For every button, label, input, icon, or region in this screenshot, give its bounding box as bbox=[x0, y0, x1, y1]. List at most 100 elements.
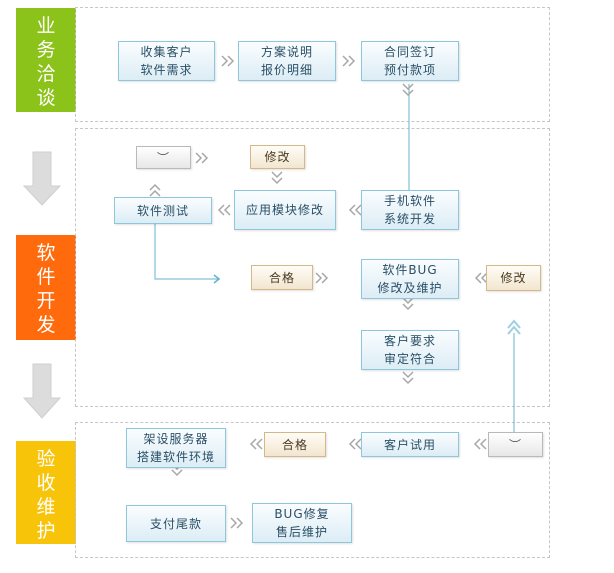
right-chevron-icon bbox=[342, 55, 350, 67]
tab-char: 护 bbox=[36, 520, 56, 542]
tab-negotiation: 业 务 洽 谈 bbox=[16, 8, 76, 112]
tab-char: 维 bbox=[36, 496, 56, 518]
tab-char: 务 bbox=[36, 39, 56, 61]
left-chevron-icon bbox=[479, 438, 487, 450]
bug-fix-node: 软件BUG 修改及维护 bbox=[361, 259, 459, 299]
arrow-head-icon bbox=[213, 274, 221, 284]
node-label: 方案说明 bbox=[260, 45, 313, 59]
after-sales-node: BUG修复 售后维护 bbox=[252, 503, 352, 543]
node-label: 软件BUG bbox=[382, 263, 438, 277]
node-label: 客户要求 bbox=[383, 334, 436, 348]
down-chevron-icon bbox=[402, 297, 414, 305]
right-chevron-icon bbox=[201, 152, 209, 164]
left-chevron-icon bbox=[348, 438, 356, 450]
node-label: 修改 bbox=[264, 150, 291, 164]
down-chevron-icon bbox=[271, 177, 283, 185]
node-label: 应用模块修改 bbox=[245, 203, 324, 217]
requirement-check-node: 客户要求 审定符合 bbox=[361, 330, 459, 370]
down-chevron-icon bbox=[271, 171, 283, 179]
down-chevron-icon bbox=[402, 377, 414, 385]
node-label: 手机软件 bbox=[383, 194, 436, 208]
tab-char: 收 bbox=[36, 472, 56, 494]
collect-requirements-node: 收集客户 软件需求 bbox=[118, 41, 215, 81]
mobile-dev-node: 手机软件 系统开发 bbox=[361, 190, 459, 230]
software-test-node: 软件测试 bbox=[114, 197, 212, 224]
smile-bottom-node: ︶ bbox=[488, 432, 543, 457]
tab-char: 业 bbox=[36, 15, 56, 37]
up-arrow-icon bbox=[507, 319, 521, 329]
left-chevron-icon bbox=[249, 438, 257, 450]
left-chevron-icon bbox=[348, 204, 356, 216]
tab-char: 开 bbox=[36, 290, 56, 312]
plan-quote-node: 方案说明 报价明细 bbox=[238, 41, 336, 81]
down-chevron-icon bbox=[402, 89, 414, 97]
tab-char: 件 bbox=[36, 266, 56, 288]
left-chevron-icon bbox=[223, 204, 231, 216]
node-label: 合格 bbox=[268, 270, 295, 285]
right-chevron-icon bbox=[230, 517, 238, 529]
tab-char: 软 bbox=[36, 242, 56, 264]
smile-top-node: ︶ bbox=[136, 146, 191, 169]
node-label: 审定符合 bbox=[383, 352, 436, 366]
node-label: BUG修复 bbox=[274, 507, 330, 521]
left-chevron-icon bbox=[255, 438, 263, 450]
tab-char: 发 bbox=[36, 314, 56, 336]
left-chevron-icon bbox=[473, 438, 481, 450]
qualified-dev-node: 合格 bbox=[251, 265, 313, 290]
down-chevron-icon bbox=[402, 371, 414, 379]
node-label: 修改及维护 bbox=[377, 281, 443, 295]
node-label: 客户试用 bbox=[383, 437, 436, 452]
smile-icon: ︶ bbox=[508, 437, 522, 452]
development-panel bbox=[75, 128, 550, 407]
tab-char: 洽 bbox=[36, 63, 56, 85]
left-chevron-icon bbox=[354, 438, 362, 450]
node-label: 搭建软件环境 bbox=[136, 450, 215, 464]
right-chevron-icon bbox=[221, 55, 229, 67]
node-label: 预付款项 bbox=[383, 63, 436, 77]
setup-server-node: 架设服务器 搭建软件环境 bbox=[126, 428, 226, 468]
qualified-accept-node: 合格 bbox=[264, 432, 326, 457]
node-label: 报价明细 bbox=[260, 63, 313, 77]
right-chevron-icon bbox=[227, 55, 235, 67]
tab-acceptance: 验 收 维 护 bbox=[16, 441, 76, 544]
customer-trial-node: 客户试用 bbox=[361, 432, 459, 457]
node-label: 修改 bbox=[500, 271, 527, 285]
connector-line bbox=[154, 224, 220, 280]
right-chevron-icon bbox=[195, 152, 203, 164]
node-label: 支付尾款 bbox=[149, 516, 202, 531]
node-label: 收集客户 bbox=[140, 45, 193, 59]
phase-down-arrow-icon bbox=[22, 363, 62, 419]
node-label: 合格 bbox=[281, 437, 308, 452]
left-chevron-icon bbox=[217, 204, 225, 216]
up-chevron-icon bbox=[149, 189, 161, 197]
up-chevron-icon bbox=[149, 183, 161, 191]
up-arrow-icon bbox=[507, 325, 521, 335]
left-chevron-icon bbox=[474, 272, 482, 284]
tab-char: 验 bbox=[36, 448, 56, 470]
negotiation-panel bbox=[75, 7, 550, 122]
contract-prepayment-node: 合同签订 预付款项 bbox=[361, 41, 459, 81]
down-chevron-icon bbox=[171, 469, 183, 477]
node-label: 售后维护 bbox=[275, 525, 328, 539]
node-label: 软件需求 bbox=[140, 63, 193, 77]
down-chevron-icon bbox=[402, 303, 414, 311]
final-payment-node: 支付尾款 bbox=[126, 505, 226, 542]
right-chevron-icon bbox=[321, 272, 329, 284]
left-chevron-icon bbox=[354, 204, 362, 216]
down-chevron-icon bbox=[402, 83, 414, 91]
modify-top-node: 修改 bbox=[250, 145, 305, 169]
right-chevron-icon bbox=[315, 272, 323, 284]
node-label: 合同签订 bbox=[383, 45, 436, 59]
node-label: 软件测试 bbox=[136, 203, 189, 218]
right-chevron-icon bbox=[348, 55, 356, 67]
acceptance-panel bbox=[75, 422, 550, 558]
smile-icon: ︶ bbox=[156, 150, 170, 165]
phase-down-arrow-icon bbox=[22, 151, 62, 206]
right-chevron-icon bbox=[236, 517, 244, 529]
tab-development: 软 件 开 发 bbox=[16, 235, 76, 340]
node-label: 系统开发 bbox=[383, 212, 436, 226]
tab-char: 谈 bbox=[36, 87, 56, 109]
module-modify-node: 应用模块修改 bbox=[234, 190, 336, 230]
left-chevron-icon bbox=[480, 272, 488, 284]
